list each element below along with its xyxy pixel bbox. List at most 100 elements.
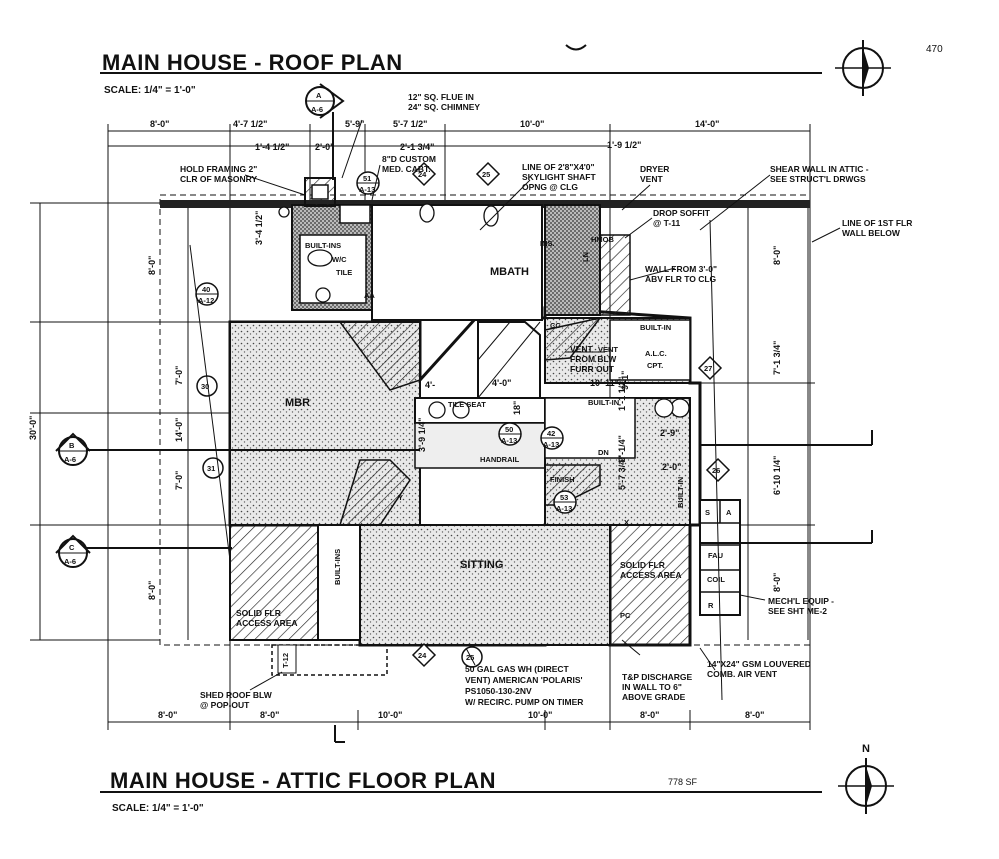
callout-27[interactable]: 27 xyxy=(697,355,723,381)
section-marker-c[interactable]: C A-6 xyxy=(55,534,91,568)
section-marker-b[interactable]: B A-6 xyxy=(55,432,91,466)
section-marker-a[interactable]: A A-6 xyxy=(305,83,345,119)
note-dryer-vent: VENT xyxy=(640,174,663,184)
section-b-sheet: A-6 xyxy=(64,455,76,464)
detail-tag-number: 42 xyxy=(547,429,555,438)
callout-number: 25 xyxy=(466,653,474,662)
label-builtin3: BUILT-IN xyxy=(588,398,619,407)
interior-dimension: 3'-9 1/4" xyxy=(417,418,427,452)
left-dimension: 7'-0" xyxy=(174,471,184,490)
note-chimney-flue: 12" SQ. FLUE IN xyxy=(408,92,474,102)
room-label-mbath: MBATH xyxy=(490,266,529,278)
right-dimension: 6'-10 1/4" xyxy=(772,456,782,495)
detail-tag-number: 50 xyxy=(505,425,513,434)
label-ins: INS. xyxy=(540,239,555,248)
section-cut-lines xyxy=(86,112,873,743)
note-access-area-right: ACCESS AREA xyxy=(620,570,682,580)
note-vent-furr-out: VENT xyxy=(570,344,593,354)
detail-tag-53[interactable]: 53A-13 xyxy=(553,490,577,514)
note-access-area-right: SOLID FLR xyxy=(620,560,665,570)
callout-number: 27 xyxy=(704,364,712,373)
label-s: S xyxy=(705,508,710,517)
roof-plan-title: MAIN HOUSE - ROOF PLAN xyxy=(102,50,403,75)
note-skylight-shaft: SKYLIGHT SHAFT xyxy=(522,172,596,182)
label-hmob: HMOB xyxy=(591,235,614,244)
plumbing-fixtures xyxy=(278,203,690,419)
left-dimension: 30'-0" xyxy=(28,416,38,440)
note-dryer-vent: DRYER xyxy=(640,164,669,174)
floor-plan-walls xyxy=(160,177,810,676)
note-access-area-left: SOLID FLR xyxy=(236,608,281,618)
top-dimension: 14'-0" xyxy=(695,119,719,129)
callout-number: 25 xyxy=(482,170,490,179)
label-x: X xyxy=(624,518,629,527)
bottom-dimension: 8'-0" xyxy=(745,710,764,720)
interior-dimension: 1'-1 1/2" xyxy=(617,377,627,411)
callout-25[interactable]: 25 xyxy=(475,161,501,187)
detail-tag-42[interactable]: 42A-13 xyxy=(540,426,564,450)
north-arrow-top xyxy=(835,40,891,96)
label-wc: W/C xyxy=(332,255,347,264)
top-dimension: 4'-7 1/2" xyxy=(233,119,267,129)
label-finish: FINISH xyxy=(550,475,575,484)
attic-plan-title: MAIN HOUSE - ATTIC FLOOR PLAN xyxy=(110,768,497,793)
top-sub-dimension: 2'-1 3/4" xyxy=(400,142,434,152)
top-sub-dimension: 1'-9 1/2" xyxy=(607,140,641,150)
note-access-area-left: ACCESS AREA xyxy=(236,618,298,628)
label-pc: PC xyxy=(620,611,631,620)
detail-tag-number: 40 xyxy=(202,285,210,294)
label-handrail: HANDRAIL xyxy=(480,455,520,464)
label-dn: DN xyxy=(598,448,609,457)
detail-tag-50[interactable]: 50A-13 xyxy=(498,422,522,446)
callout-24[interactable]: 24 xyxy=(411,161,437,187)
right-dimension: 8'-0" xyxy=(772,246,782,265)
interior-dimension: 10'-11" xyxy=(590,378,619,388)
callout-24[interactable]: 24 xyxy=(411,642,437,668)
label-r: R xyxy=(708,601,714,610)
note-shear-wall: SHEAR WALL IN ATTIC - xyxy=(770,164,869,174)
detail-tag-sheet: A-13 xyxy=(359,185,375,194)
right-dimension: 7'-1 3/4" xyxy=(772,341,782,375)
detail-tag-sheet: A-13 xyxy=(556,504,572,513)
callout-number: 24 xyxy=(418,170,427,179)
detail-tag-number: 53 xyxy=(560,493,568,502)
note-shed-roof: @ POP-OUT xyxy=(200,700,250,710)
detail-tag-number: 51 xyxy=(363,174,371,183)
interior-dimension: 4'- xyxy=(425,380,435,390)
detail-tag-40[interactable]: 40A-12 xyxy=(195,282,219,306)
callout-number: 30 xyxy=(201,382,209,391)
label-vent2: VENT xyxy=(598,345,618,354)
note-wall-height: ABV FLR TO CLG xyxy=(645,274,717,284)
note-hold-framing: CLR OF MASONRY xyxy=(180,174,257,184)
bottom-dimension: 10'-0" xyxy=(378,710,402,720)
note-water-heater: PS1050-130-2NV xyxy=(465,686,532,696)
left-dimension: 8'-0" xyxy=(147,581,157,600)
interior-dimension: 9'-1" xyxy=(620,371,630,390)
room-label-sitting: SITTING xyxy=(460,559,503,571)
detail-tag-51[interactable]: 51A-13 xyxy=(356,171,380,195)
interior-dimension: 5'-7 3/4" xyxy=(617,456,627,490)
note-water-heater: VENT) AMERICAN 'POLARIS' xyxy=(465,675,583,685)
top-sub-dimension: 2'-0" xyxy=(315,142,334,152)
callout-31[interactable]: 31 xyxy=(202,457,224,479)
section-a-sheet: A-6 xyxy=(311,105,323,114)
bottom-dimension: 8'-0" xyxy=(260,710,279,720)
label-builtin2: BUILT-IN xyxy=(640,323,671,332)
label-cpt: CPT. xyxy=(647,361,663,370)
label-a: A xyxy=(726,508,732,517)
note-tp-discharge: IN WALL TO 6" xyxy=(622,682,682,692)
note-hold-framing: HOLD FRAMING 2" xyxy=(180,164,257,174)
note-first-floor-wall: WALL BELOW xyxy=(842,228,901,238)
detail-tag-sheet: A-12 xyxy=(198,296,214,305)
note-drop-soffit: @ T-11 xyxy=(653,218,680,228)
callout-26[interactable]: 26 xyxy=(705,457,731,483)
section-c-letter: C xyxy=(69,543,75,552)
bottom-dimension: 8'-0" xyxy=(640,710,659,720)
note-medicine-cabinet: MED. CABT. xyxy=(382,164,431,174)
top-dimension: 5'-9" xyxy=(345,119,364,129)
note-water-heater: 50 GAL GAS WH (DIRECT xyxy=(465,664,570,674)
label-coil: COIL xyxy=(707,575,725,584)
callout-25[interactable]: 25 xyxy=(461,646,483,668)
note-skylight-shaft: LINE OF 2'8"X4'0" xyxy=(522,162,595,172)
